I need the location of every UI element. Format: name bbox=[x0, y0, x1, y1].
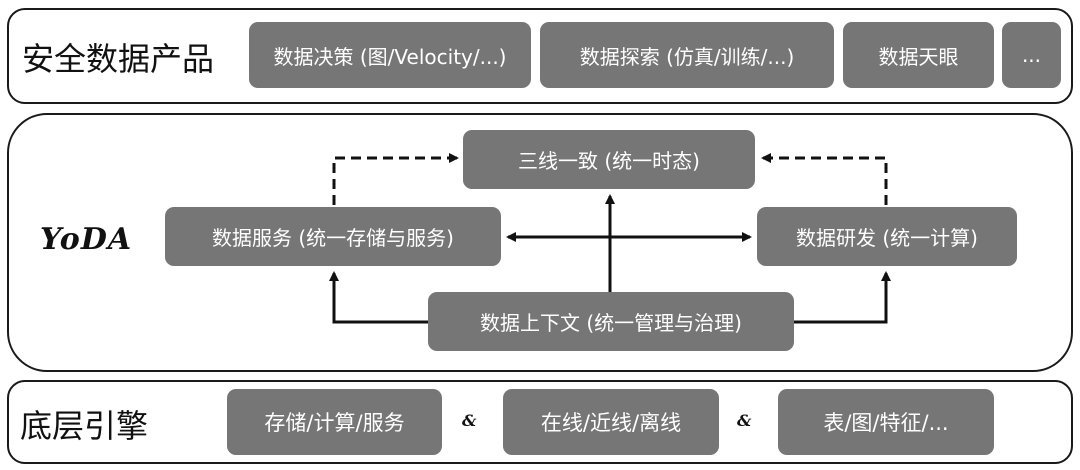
product-more: ... bbox=[1002, 22, 1061, 88]
product-data-decision: 数据决策 (图/Velocity/...) bbox=[249, 22, 531, 88]
dashed-arrow-service-to-consistency bbox=[332, 153, 459, 205]
arrow-context-to-service bbox=[329, 271, 428, 324]
product-data-exploration: 数据探索 (仿真/训练/...) bbox=[540, 22, 834, 88]
dashed-arrow-rnd-to-consistency bbox=[761, 153, 888, 205]
engine-panel-title: 底层引擎 bbox=[20, 407, 149, 445]
separator-1: & bbox=[462, 411, 477, 430]
engine-storage-compute-service: 存储/计算/服务 bbox=[227, 389, 442, 455]
node-data-service: 数据服务 (统一存储与服务) bbox=[165, 207, 501, 266]
product-data-skyeye: 数据天眼 bbox=[843, 22, 994, 88]
separator-2: & bbox=[737, 411, 752, 430]
node-three-line-consistency: 三线一致 (统一时态) bbox=[463, 130, 755, 189]
node-data-rnd: 数据研发 (统一计算) bbox=[757, 207, 1017, 266]
top-panel-title: 安全数据产品 bbox=[22, 40, 215, 78]
yoda-title: YoDA bbox=[40, 222, 133, 257]
arrow-context-to-rnd bbox=[793, 271, 891, 324]
engine-online-nearline-offline: 在线/近线/离线 bbox=[503, 389, 719, 455]
engine-table-graph-feature: 表/图/特征/... bbox=[778, 389, 994, 455]
node-data-context: 数据上下文 (统一管理与治理) bbox=[428, 292, 794, 351]
